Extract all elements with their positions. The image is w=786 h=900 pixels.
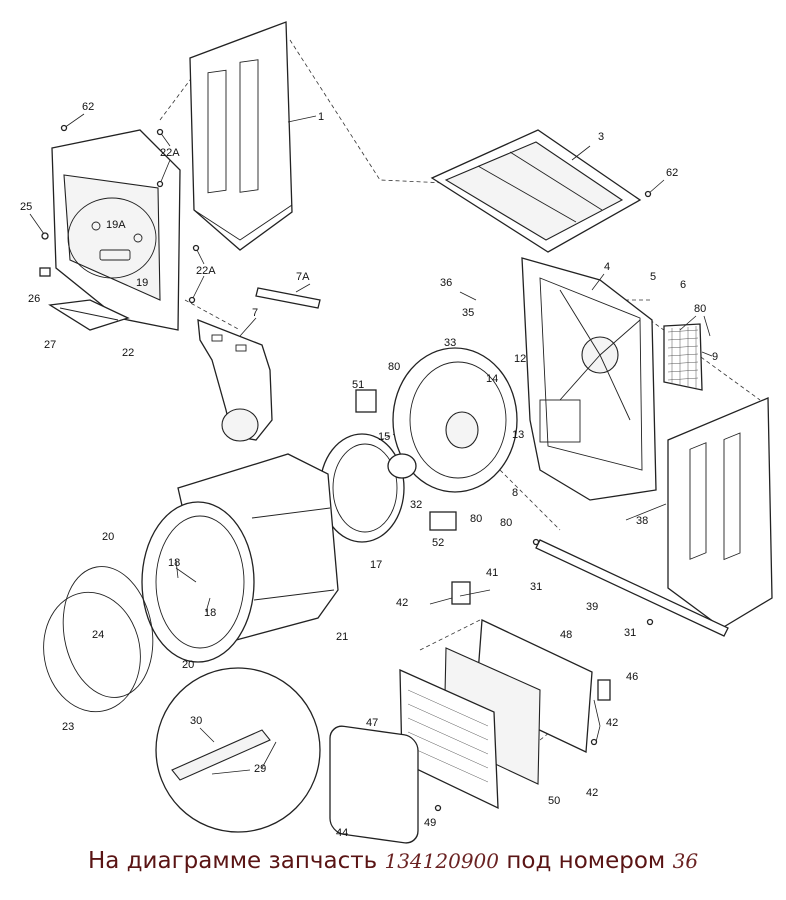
part-7a-strip <box>255 287 321 309</box>
callout: 30 <box>190 715 202 727</box>
callout: 19A <box>106 219 126 231</box>
callout: 62 <box>82 101 94 113</box>
part-26-clip <box>39 267 51 277</box>
callout: 42 <box>396 597 408 609</box>
callout: 42 <box>586 787 598 799</box>
callout: 38 <box>636 515 648 527</box>
callout: 12 <box>514 353 526 365</box>
callout: 47 <box>366 717 378 729</box>
callout: 41 <box>486 567 498 579</box>
part-15-drum-plate <box>392 347 518 493</box>
callout: 31 <box>530 581 542 593</box>
exploded-parts-diagram: 1 3 62 62 22A 22A 25 19A 19 26 27 22 7A … <box>20 21 773 844</box>
callout: 52 <box>432 537 444 549</box>
part-46-latch <box>597 679 611 701</box>
part-51-bracket <box>355 389 377 413</box>
callout: 14 <box>486 373 498 385</box>
callout: 80 <box>500 517 512 529</box>
callout: 1 <box>318 111 324 123</box>
detail-circle <box>155 667 321 833</box>
part-39-rod <box>535 539 729 637</box>
part-9-grille <box>663 323 703 391</box>
part-3-top-panel <box>430 129 642 253</box>
part-44-gasket <box>329 725 419 844</box>
part-23-ring <box>43 591 141 713</box>
callout: 24 <box>92 629 104 641</box>
part-52-bracket <box>429 511 457 531</box>
callout: 31 <box>624 627 636 639</box>
part-4-bulkhead <box>521 257 657 501</box>
callout: 39 <box>586 601 598 613</box>
callout: 6 <box>680 279 686 291</box>
callout: 7A <box>296 271 310 283</box>
callout: 5 <box>650 271 656 283</box>
callout: 36 <box>440 277 452 289</box>
callout: 7 <box>252 307 258 319</box>
callout: 22A <box>196 265 216 277</box>
callout: 50 <box>548 795 560 807</box>
part-17-ring <box>319 433 405 543</box>
part-number: 134120900 <box>384 849 500 873</box>
leader-lines <box>29 113 713 775</box>
callout: 21 <box>336 631 348 643</box>
callout: 13 <box>512 429 524 441</box>
callout: 8 <box>512 487 518 499</box>
callout: 25 <box>20 201 32 213</box>
callout: 9 <box>712 351 718 363</box>
callout: 80 <box>470 513 482 525</box>
part-21-drum <box>141 453 339 663</box>
callout: 32 <box>410 499 422 511</box>
part-1-panel <box>189 21 293 251</box>
part-38-side-panel <box>667 397 773 629</box>
callout: 35 <box>462 307 474 319</box>
callout: 18 <box>168 557 180 569</box>
part-47-frame <box>399 668 499 810</box>
callout: 33 <box>444 337 456 349</box>
callout: 44 <box>336 827 348 839</box>
item-number: 36 <box>672 849 699 873</box>
callout: 42 <box>606 717 618 729</box>
part-7-duct <box>197 319 273 442</box>
callout: 27 <box>44 339 56 351</box>
callout: 3 <box>598 131 604 143</box>
callout: 29 <box>254 763 266 775</box>
callout: 51 <box>352 379 364 391</box>
callout: 49 <box>424 817 436 829</box>
callout: 22A <box>160 147 180 159</box>
callout: 80 <box>388 361 400 373</box>
callout: 80 <box>694 303 706 315</box>
callout: 20 <box>182 659 194 671</box>
callout: 62 <box>666 167 678 179</box>
part-41-bracket <box>451 581 471 605</box>
part-32-hub <box>387 453 417 479</box>
part-24-ring <box>62 566 154 698</box>
callout: 26 <box>28 293 40 305</box>
part-27-bar <box>48 299 130 331</box>
screws <box>60 124 654 812</box>
caption-prefix: На диаграмме запчасть <box>87 848 378 874</box>
callout: 22 <box>122 347 134 359</box>
callout: 19 <box>136 277 148 289</box>
callout: 18 <box>204 607 216 619</box>
callout: 4 <box>604 261 610 273</box>
part-22-front-frame <box>51 129 181 331</box>
callout: 48 <box>560 629 572 641</box>
caption-middle: под номером <box>506 848 666 874</box>
callout: 46 <box>626 671 638 683</box>
callout: 20 <box>102 531 114 543</box>
caption: На диаграмме запчасть 134120900 под номе… <box>0 848 786 874</box>
part-25-screw <box>41 232 49 240</box>
callout: 17 <box>370 559 382 571</box>
callout: 23 <box>62 721 74 733</box>
callout: 15 <box>378 431 390 443</box>
